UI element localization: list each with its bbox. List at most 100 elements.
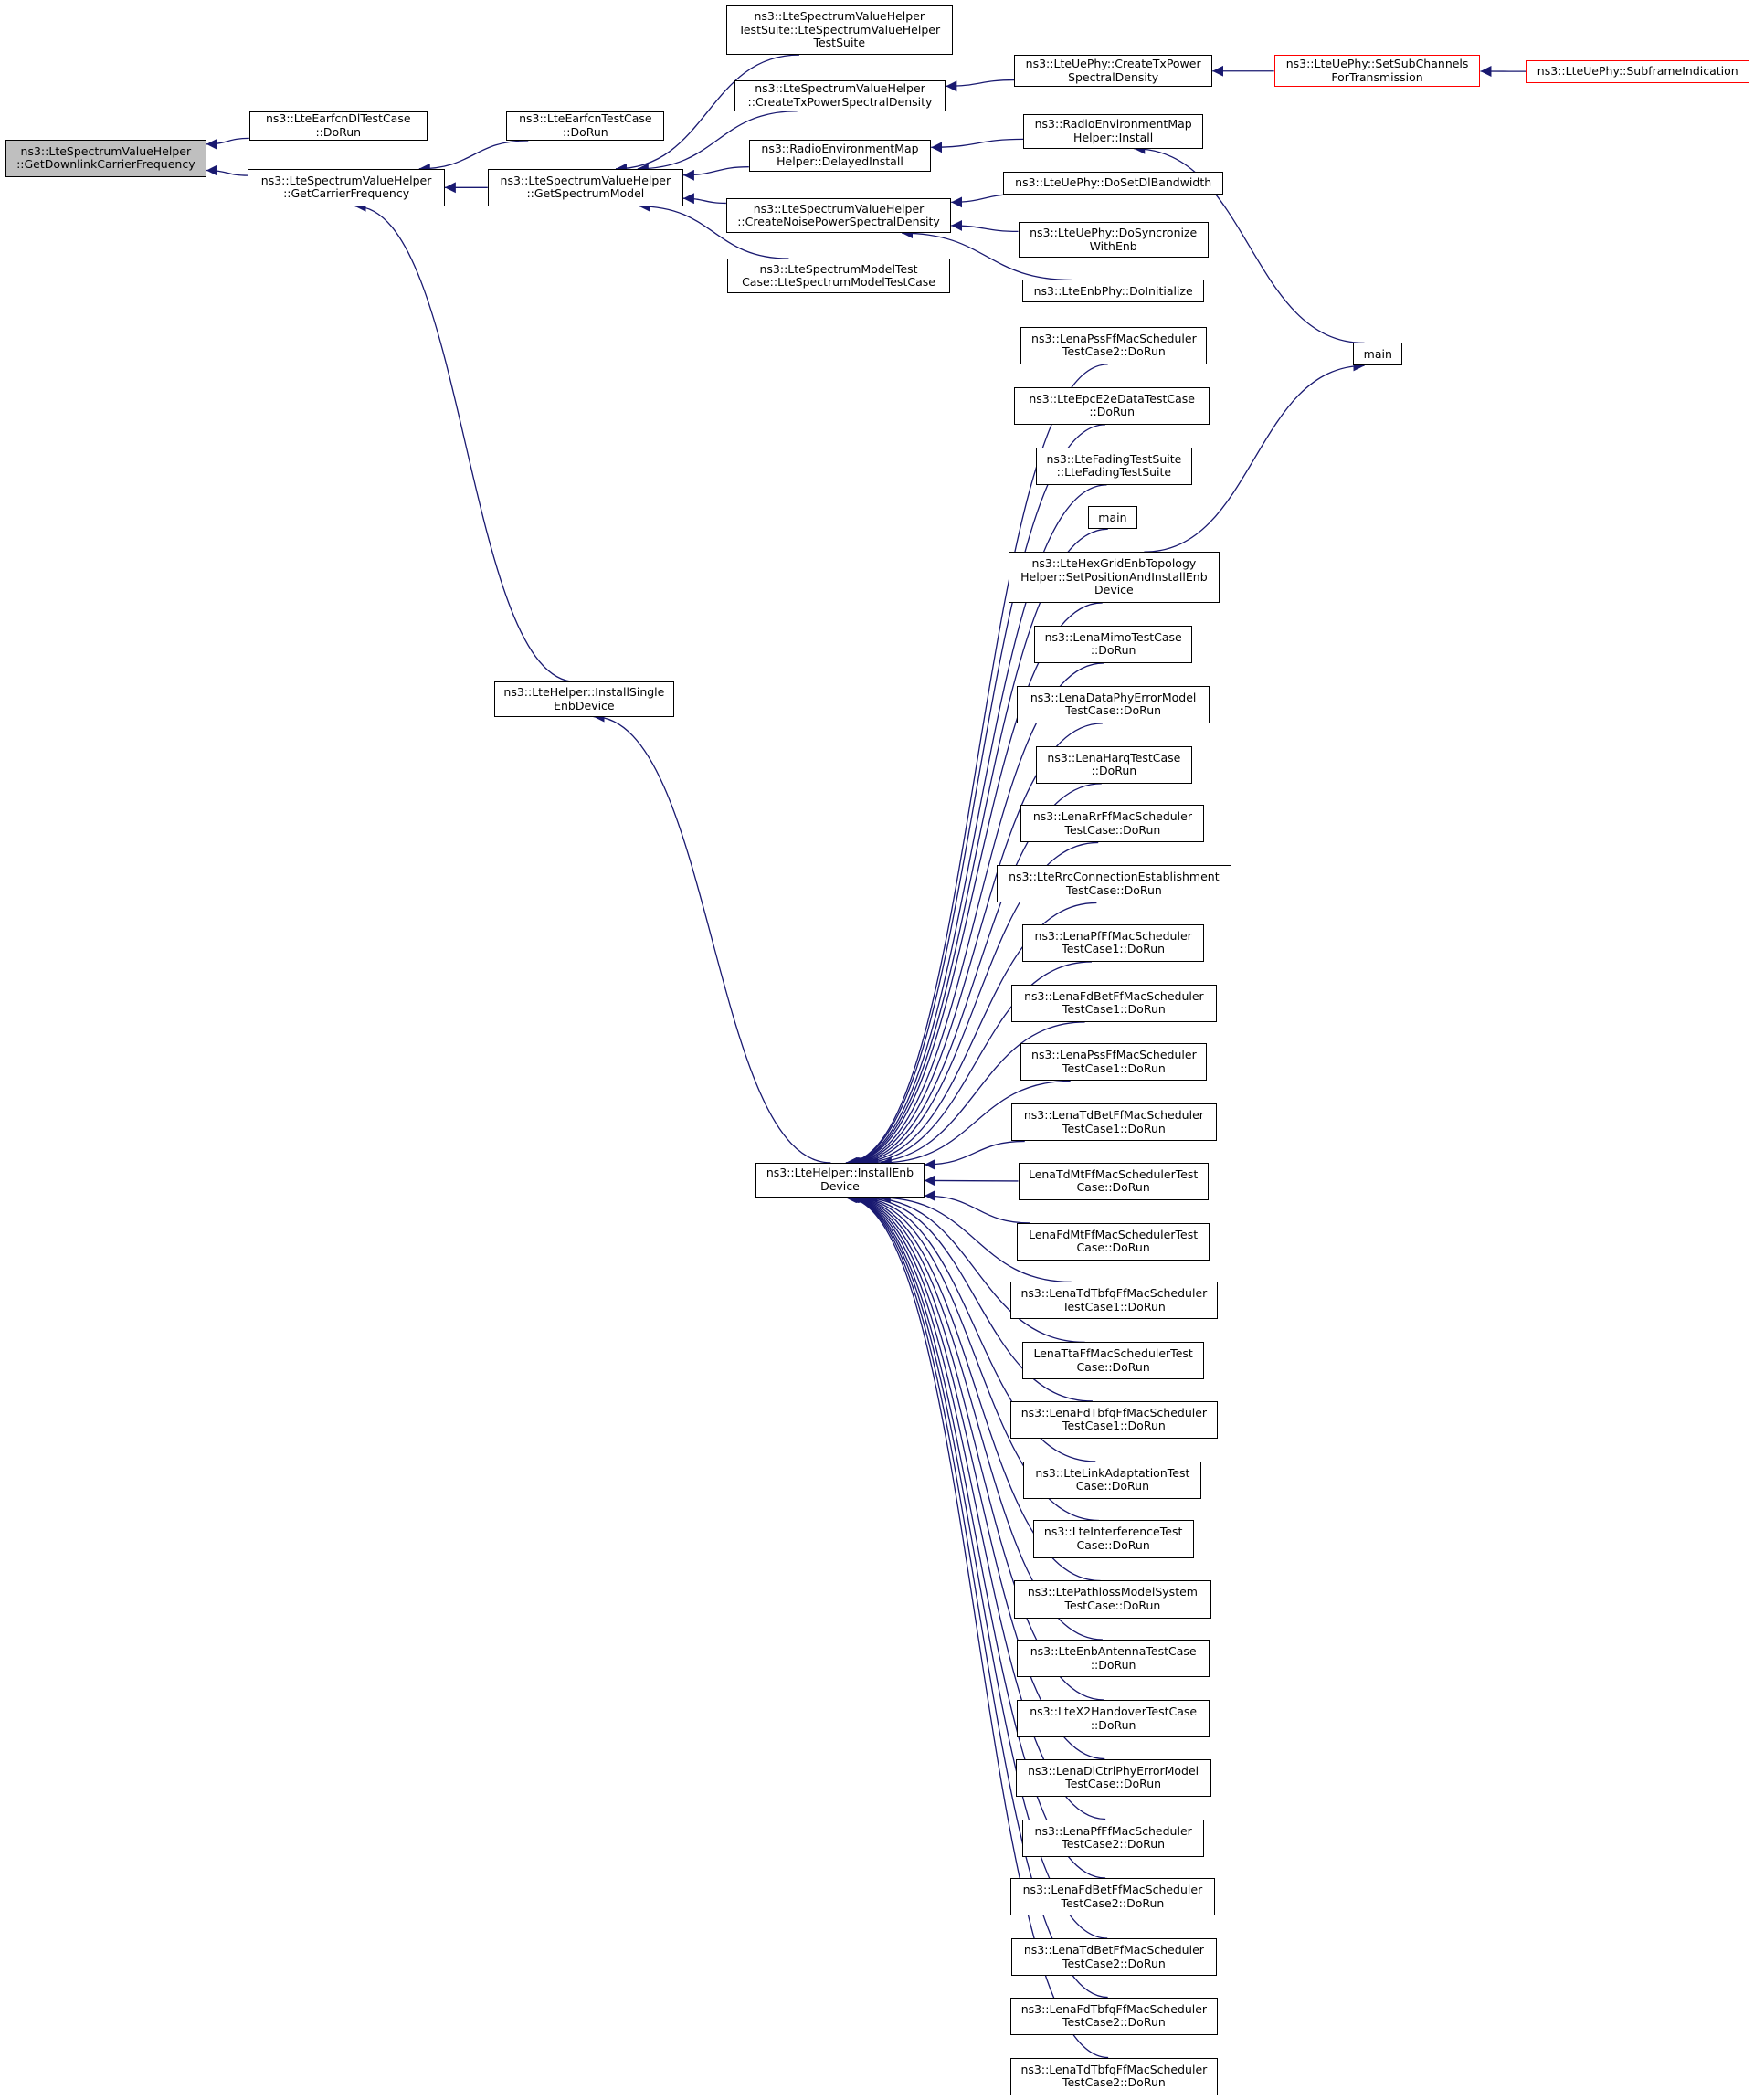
graph-node-n9[interactable]: ns3::LteSpectrumValueHelper::CreateNoise…: [725, 198, 952, 234]
call-edge: [880, 1080, 1071, 1168]
graph-node-n1[interactable]: ns3::LteEarfcnDlTestCase::DoRun: [248, 111, 428, 141]
graph-node-n4[interactable]: ns3::LteSpectrumValueHelper::GetSpectrum…: [487, 168, 683, 206]
node-label-line: TestCase1::DoRun: [1062, 1002, 1166, 1017]
node-label-line: WithEnb: [1089, 238, 1137, 253]
call-edge: [867, 1021, 1085, 1168]
call-edge: [851, 783, 1102, 1168]
graph-node-c2[interactable]: ns3::LteFadingTestSuite::LteFadingTestSu…: [1035, 447, 1193, 485]
node-label-line: ns3::LenaPssFfMacScheduler: [1031, 331, 1197, 345]
call-edge: [682, 166, 749, 181]
node-label-line: ::DoRun: [315, 124, 362, 139]
graph-node-n18[interactable]: main: [1353, 343, 1403, 366]
graph-node-c5[interactable]: ns3::LenaMimoTestCase::DoRun: [1034, 625, 1193, 663]
node-label-line: ns3::LteEnbAntennaTestCase: [1030, 1644, 1197, 1658]
graph-node-n15[interactable]: ns3::LteUePhy::DoSetDlBandwidth: [1003, 171, 1223, 195]
node-label-line: TestCase1::DoRun: [1062, 1419, 1166, 1433]
graph-node-n17[interactable]: ns3::LteEnbPhy::DoInitialize: [1021, 280, 1205, 303]
node-label-line: ns3::LteSpectrumValueHelper: [753, 201, 925, 216]
node-label-line: ::DoRun: [1090, 1717, 1136, 1732]
node-label-line: TestCase::DoRun: [1064, 1598, 1161, 1612]
node-label-line: Helper::Install: [1073, 130, 1154, 144]
call-edge: [924, 1140, 1025, 1170]
node-label-line: ns3::LteSpectrumValueHelper: [500, 173, 671, 187]
node-label-line: ::DoRun: [563, 124, 608, 139]
graph-node-n2[interactable]: ns3::LteSpectrumValueHelper::GetCarrierF…: [248, 168, 445, 206]
node-label-line: TestCase1::DoRun: [1062, 1061, 1166, 1075]
node-label-line: TestCase2::DoRun: [1061, 1895, 1165, 1910]
node-label-line: ns3::LteFadingTestSuite: [1046, 451, 1182, 466]
graph-node-n0: ns3::LteSpectrumValueHelper::GetDownlink…: [5, 139, 206, 177]
call-edge: [206, 164, 248, 176]
node-label-line: ns3::LteSpectrumModelTest: [759, 261, 918, 276]
call-edge: [1144, 360, 1365, 553]
node-label-line: ns3::LteHelper::InstallEnb: [766, 1166, 914, 1180]
node-label-line: ::DoRun: [1091, 764, 1137, 778]
graph-node-n13[interactable]: ns3::LteUePhy::SubframeIndication: [1526, 59, 1750, 83]
node-label-line: ns3::LteSpectrumValueHelper: [755, 81, 925, 96]
node-label-line: main: [1098, 510, 1127, 524]
call-edge: [879, 1192, 1072, 1283]
graph-node-c3[interactable]: main: [1087, 506, 1138, 530]
graph-node-n7[interactable]: ns3::LteSpectrumValueHelper::CreateTxPow…: [734, 79, 946, 111]
graph-node-n3[interactable]: ns3::LteEarfcnTestCase::DoRun: [506, 111, 665, 141]
node-label-line: ns3::LenaPfFfMacScheduler: [1034, 928, 1192, 943]
node-label-line: TestCase2::DoRun: [1062, 1837, 1166, 1852]
graph-node-c1[interactable]: ns3::LteEpcE2eDataTestCase::DoRun: [1014, 386, 1210, 425]
node-label-line: ::DoRun: [1089, 405, 1135, 419]
call-edge: [637, 111, 798, 174]
node-label-line: TestCase2::DoRun: [1062, 344, 1166, 359]
node-label-line: ::GetSpectrumModel: [526, 186, 645, 201]
node-label-line: Device: [820, 1178, 860, 1193]
node-label-line: Helper::DelayedInstall: [777, 154, 903, 169]
node-label-line: ns3::LenaDlCtrlPhyErrorModel: [1028, 1763, 1199, 1778]
node-label-line: ns3::LenaMimoTestCase: [1044, 629, 1182, 644]
node-label-line: ::LteFadingTestSuite: [1056, 465, 1172, 480]
node-label-line: ns3::LenaRrFfMacScheduler: [1032, 809, 1192, 824]
call-edge: [682, 193, 726, 205]
node-label-line: ns3::LteEarfcnTestCase: [519, 111, 652, 126]
graph-node-c22[interactable]: ns3::LteEnbAntennaTestCase::DoRun: [1017, 1639, 1210, 1678]
node-label-line: ns3::RadioEnvironmentMap: [761, 141, 919, 155]
node-label-line: Helper::SetPositionAndInstallEnb: [1020, 569, 1208, 584]
call-edge: [856, 902, 1097, 1168]
node-label-line: Case::DoRun: [1075, 1479, 1150, 1493]
node-label-line: ::GetDownlinkCarrierFrequency: [16, 157, 195, 172]
node-label-line: ::CreateTxPowerSpectralDensity: [747, 94, 933, 109]
call-edge: [853, 1192, 1100, 1522]
graph-node-c23[interactable]: ns3::LteX2HandoverTestCase::DoRun: [1017, 1699, 1210, 1738]
graph-node-c7[interactable]: ns3::LenaHarqTestCase::DoRun: [1035, 745, 1193, 784]
